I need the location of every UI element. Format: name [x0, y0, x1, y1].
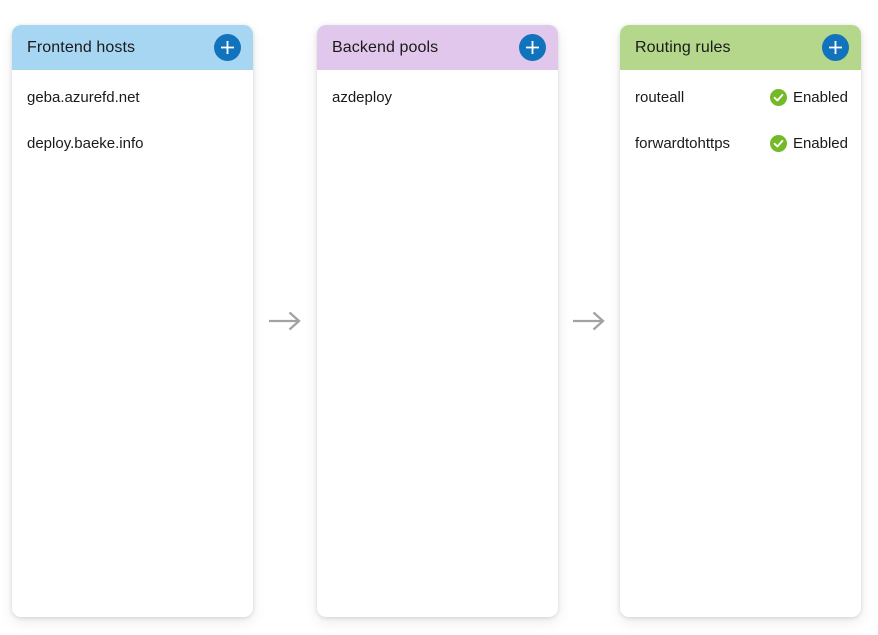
right-arrow-icon: [573, 311, 605, 331]
right-arrow-icon: [269, 311, 301, 331]
list-item-azdeploy[interactable]: azdeploy: [317, 74, 558, 120]
list-item-label: deploy.baeke.info: [27, 134, 144, 152]
status-text: Enabled: [792, 88, 848, 106]
panel-header: Routing rules: [620, 25, 861, 70]
flow-arrow: [253, 25, 317, 617]
panel-header: Frontend hosts: [12, 25, 253, 70]
plus-icon: [221, 41, 234, 54]
panel-body: azdeploy: [317, 70, 558, 617]
status-badge: Enabled: [769, 134, 848, 152]
panel-frontend-hosts: Frontend hosts geba.azurefd.net deploy.b…: [12, 25, 253, 617]
panel-header: Backend pools: [317, 25, 558, 70]
list-item-deploy.baeke.info[interactable]: deploy.baeke.info: [12, 120, 253, 166]
list-item-label: forwardtohttps: [635, 134, 731, 152]
panel-title: Frontend hosts: [27, 38, 136, 56]
add-button-frontend-hosts[interactable]: [214, 34, 241, 61]
check-icon: [769, 88, 787, 106]
panel-title: Routing rules: [635, 38, 731, 56]
add-button-routing-rules[interactable]: [822, 34, 849, 61]
list-item-geba.azurefd.net[interactable]: geba.azurefd.net: [12, 74, 253, 120]
list-item-label: geba.azurefd.net: [27, 88, 140, 106]
list-item-label: azdeploy: [332, 88, 393, 106]
list-item-label: routeall: [635, 88, 685, 106]
flow-arrow: [558, 25, 620, 617]
panel-body: geba.azurefd.net deploy.baeke.info: [12, 70, 253, 617]
list-item-forwardtohttps[interactable]: forwardtohttps Enabled: [620, 120, 861, 166]
panel-routing-rules: Routing rules routeall Enabled forwardt: [620, 25, 861, 617]
panel-title: Backend pools: [332, 38, 439, 56]
panel-body: routeall Enabled forwardtohttps Enabled: [620, 70, 861, 617]
panel-backend-pools: Backend pools azdeploy: [317, 25, 558, 617]
plus-icon: [526, 41, 539, 54]
plus-icon: [829, 41, 842, 54]
list-item-routeall[interactable]: routeall Enabled: [620, 74, 861, 120]
add-button-backend-pools[interactable]: [519, 34, 546, 61]
check-icon: [769, 134, 787, 152]
status-badge: Enabled: [769, 88, 848, 106]
status-text: Enabled: [792, 134, 848, 152]
